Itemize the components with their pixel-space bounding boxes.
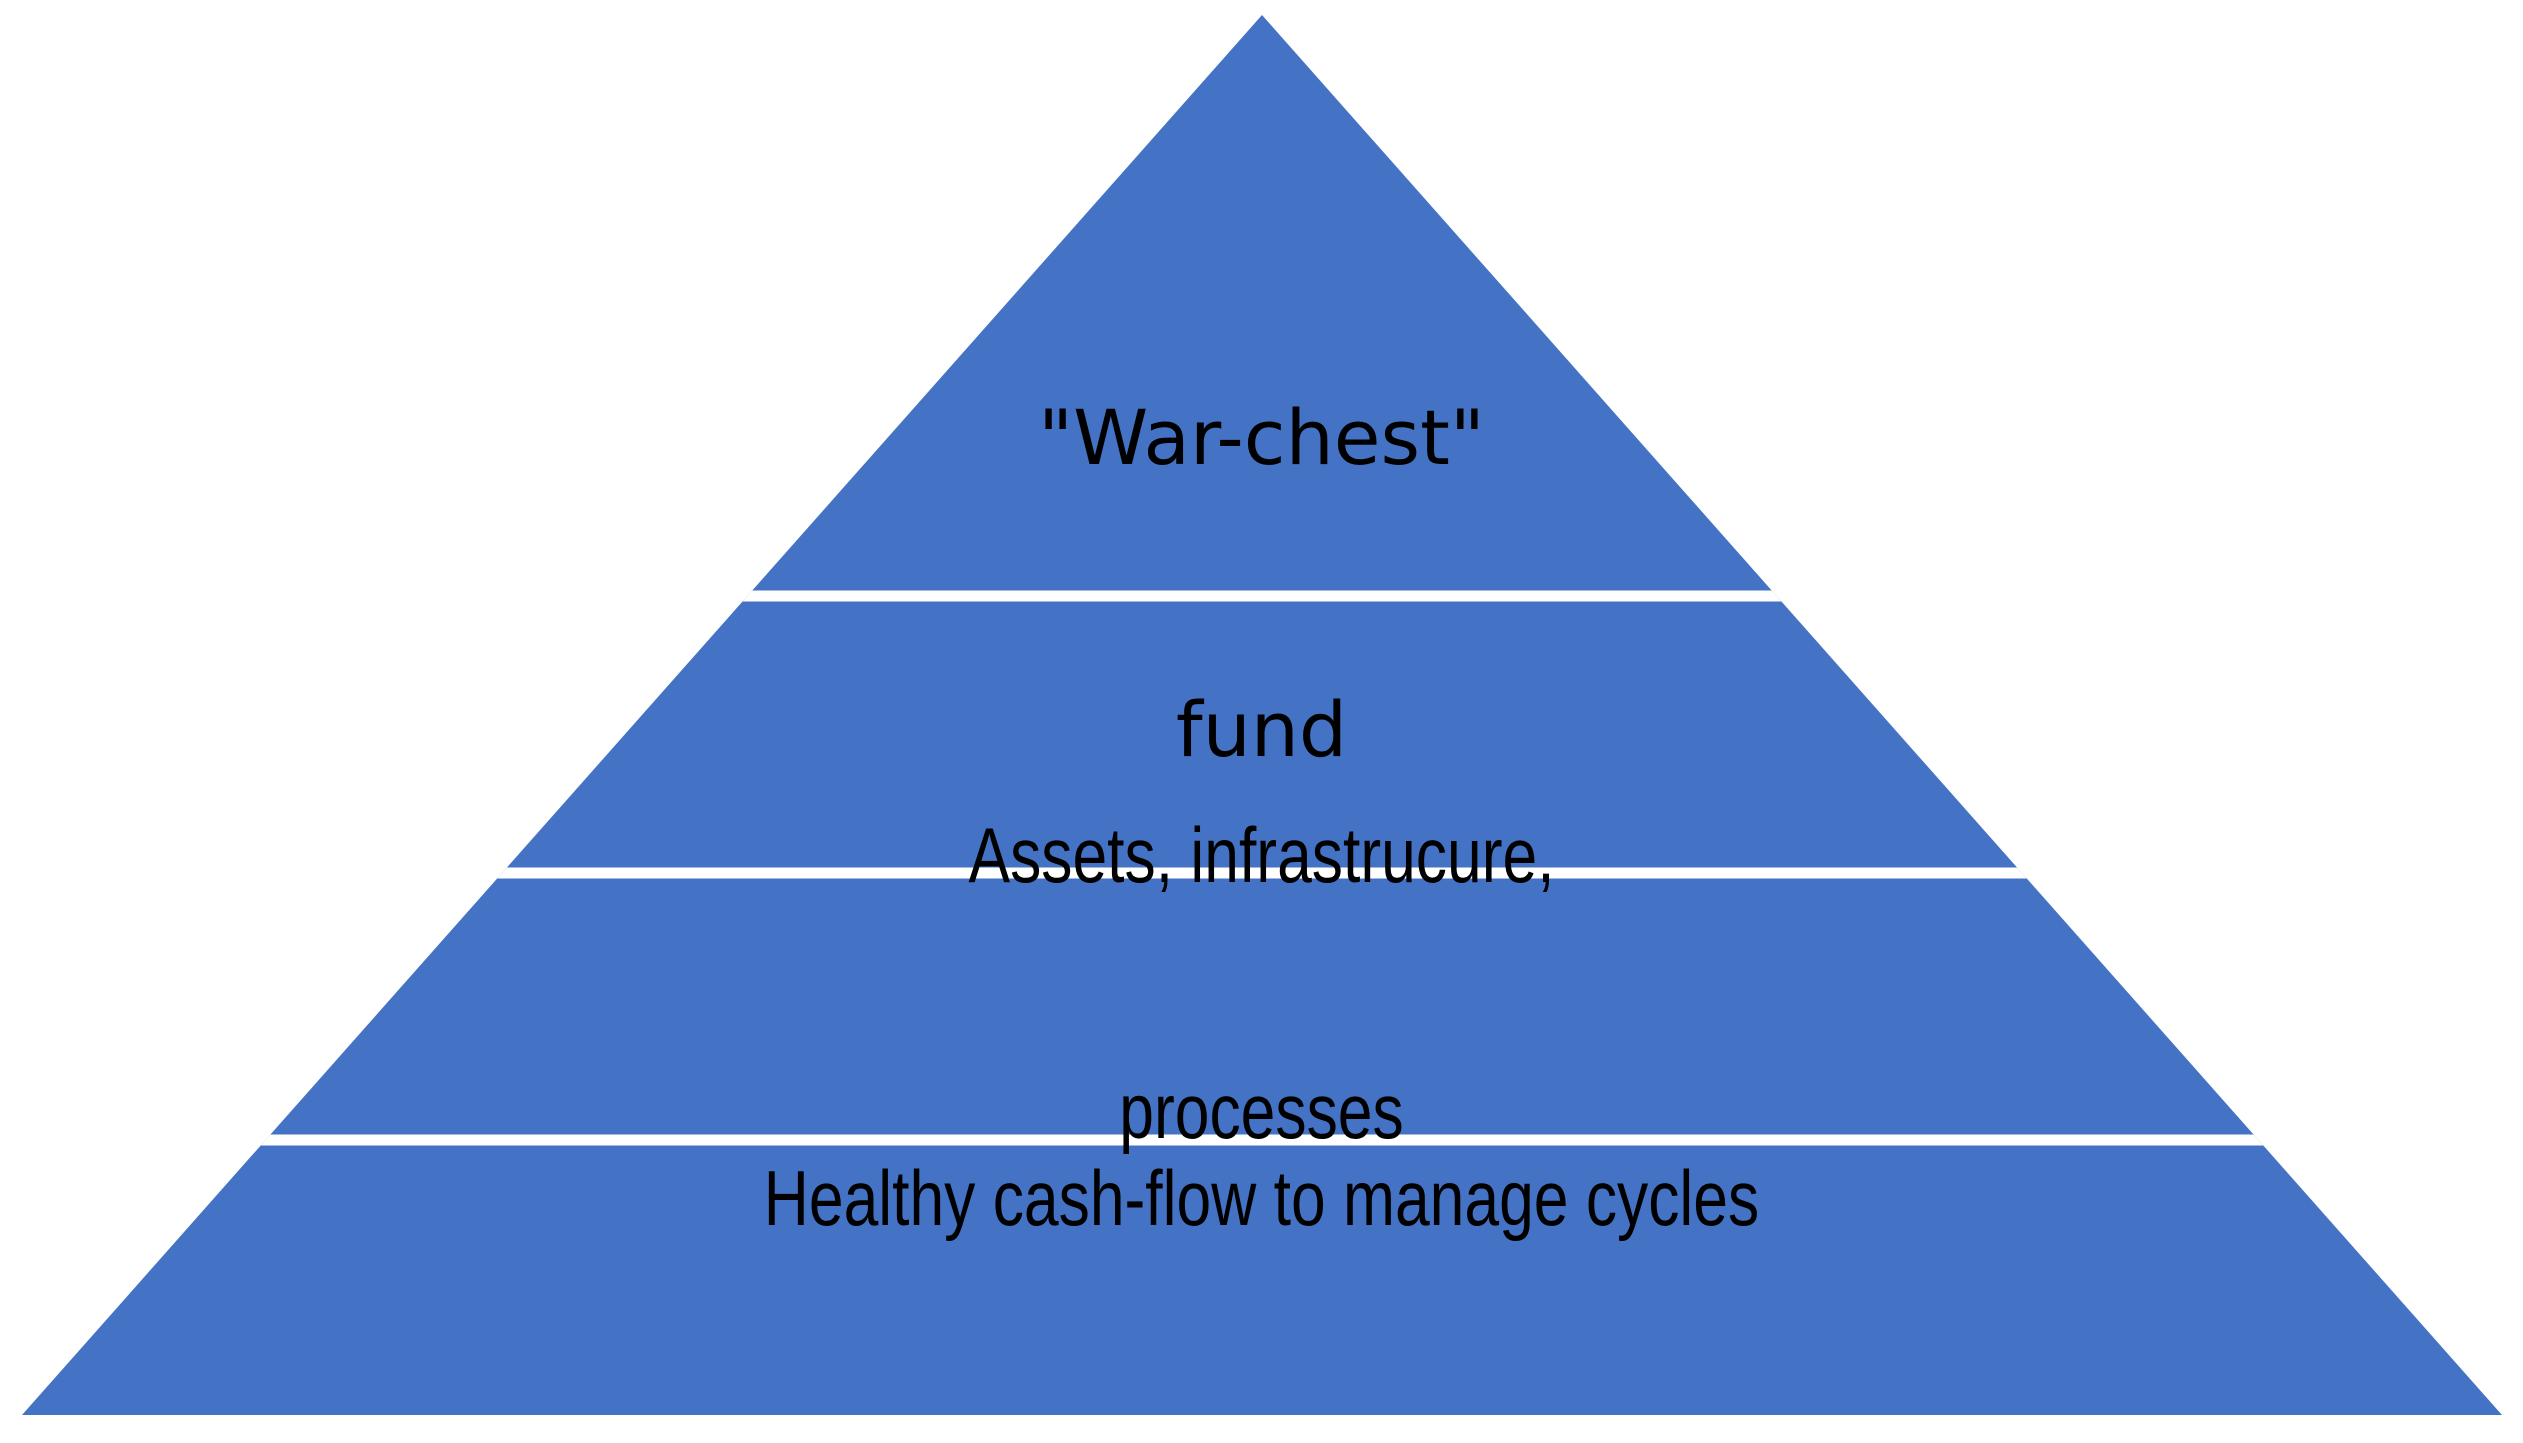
- tier-divider-1: [22, 590, 2502, 602]
- tier-divider-2: [22, 867, 2502, 879]
- tier-divider-3: [22, 1134, 2502, 1146]
